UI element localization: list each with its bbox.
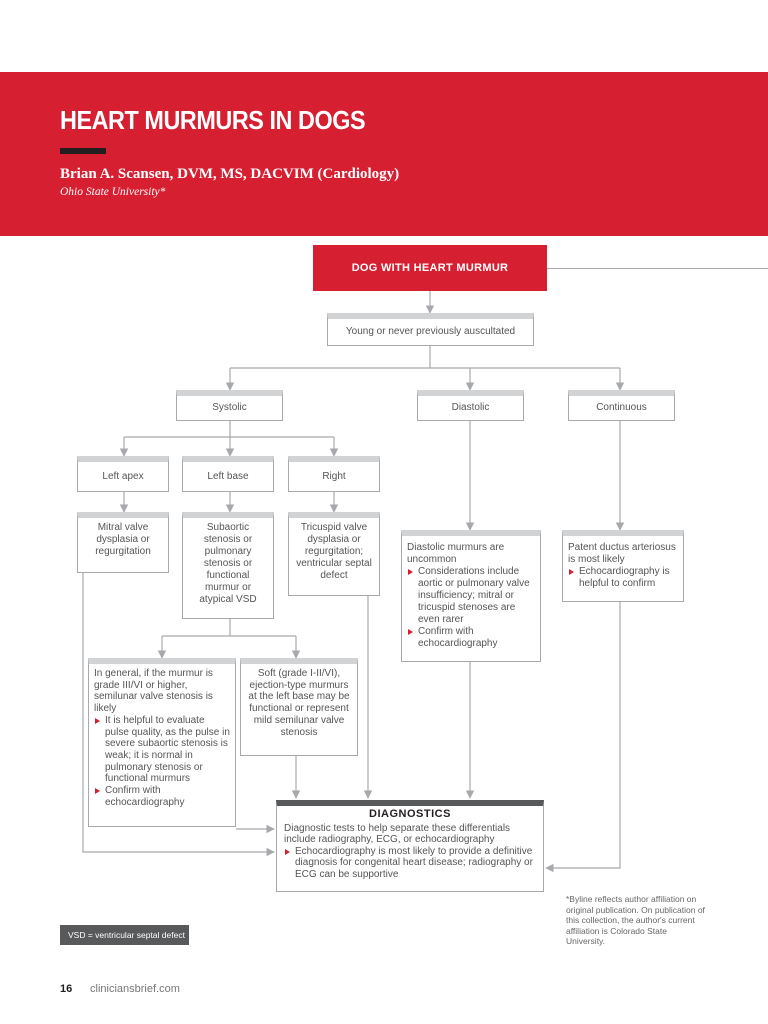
list-item: Considerations include aortic or pulmona… — [407, 566, 535, 626]
box-history: Young or never previously auscultated — [327, 313, 534, 346]
box-mitral-cause: Mitral valve dysplasia or regurgitation — [77, 512, 169, 573]
box-right: Right — [288, 456, 380, 492]
conn-systolic-location — [124, 421, 334, 438]
diastolic-label: Diastolic — [451, 402, 490, 413]
mitral-cause-text: Mitral valve dysplasia or regurgitation — [95, 522, 151, 557]
diagnostics-title: DIAGNOSTICS — [369, 808, 451, 820]
diastolic-cause-intro: Diastolic murmurs are uncommon — [407, 542, 505, 565]
byline-footnote: *Byline reflects author affiliation on o… — [566, 894, 705, 946]
header-banner — [0, 72, 768, 236]
continuous-cause-intro: Patent ductus arteriosus is most likely — [568, 542, 676, 565]
author-byline: Brian A. Scansen, DVM, MS, DACVIM (Cardi… — [60, 166, 400, 182]
diastolic-cause-list: Considerations include aortic or pulmona… — [407, 566, 535, 650]
left-apex-label: Left apex — [102, 470, 144, 482]
root-extension-line — [547, 268, 768, 269]
list-item: Echocardiography is helpful to confirm — [568, 566, 678, 590]
page-title: HEART MURMURS IN DOGS — [60, 105, 366, 135]
base-cause-text: Subaortic stenosis or pulmonary stenosis… — [199, 522, 257, 605]
box-systolic: Systolic — [176, 390, 283, 421]
author-affiliation: Ohio State University* — [60, 186, 166, 198]
left-base-label: Left base — [207, 470, 249, 482]
title-rule — [60, 148, 106, 154]
continuous-label: Continuous — [596, 402, 647, 413]
vsd-legend: VSD = ventricular septal defect — [60, 925, 189, 945]
conn-apex-diag — [82, 573, 275, 857]
box-diastolic: Diastolic — [417, 390, 524, 421]
conn-continuous-diag — [545, 602, 621, 873]
box-diagnostics: DIAGNOSTICS Diagnostic tests to help sep… — [276, 800, 544, 892]
vsd-legend-text: VSD = ventricular septal defect — [68, 930, 185, 940]
systolic-label: Systolic — [212, 402, 247, 413]
box-continuous: Continuous — [568, 390, 675, 421]
right-label: Right — [322, 470, 346, 482]
page-number: 16 — [60, 983, 73, 995]
box-grade-high: In general, if the murmur is grade III/V… — [88, 658, 236, 827]
box-base-cause: Subaortic stenosis or pulmonary stenosis… — [182, 512, 274, 619]
site-url: cliniciansbrief.com — [90, 983, 180, 995]
root-box-dog-murmur: DOG WITH HEART MURMUR — [313, 245, 547, 291]
conn-history-timing — [230, 346, 620, 369]
box-continuous-cause: Patent ductus arteriosus is most likely … — [562, 530, 684, 602]
box-diastolic-cause: Diastolic murmurs are uncommon Considera… — [401, 530, 541, 662]
box-left-base: Left base — [182, 456, 274, 492]
conn-base-grade — [162, 619, 296, 637]
grade-high-intro: In general, if the murmur is grade III/V… — [94, 668, 213, 715]
history-text: Young or never previously auscultated — [345, 326, 516, 337]
grade-soft-text: Soft (grade I-II/VI), ejection-type murm… — [248, 668, 350, 738]
grade-high-list: It is helpful to evaluate pulse quality,… — [94, 715, 230, 809]
tricuspid-cause-text: Tricuspid valve dysplasia or regurgitati… — [296, 522, 372, 581]
list-item: Confirm with echocardiography — [94, 785, 230, 808]
diagnostics-intro: Diagnostic tests to help separate these … — [284, 822, 511, 846]
continuous-cause-list: Echocardiography is helpful to confirm — [568, 566, 678, 590]
list-item: It is helpful to evaluate pulse quality,… — [94, 715, 230, 785]
box-left-apex: Left apex — [77, 456, 169, 492]
box-tricuspid-cause: Tricuspid valve dysplasia or regurgitati… — [288, 512, 380, 596]
diagnostics-list: Echocardiography is most likely to provi… — [284, 846, 536, 881]
list-item: Confirm with echocardiography — [407, 626, 535, 650]
list-item: Echocardiography is most likely to provi… — [284, 846, 536, 881]
box-grade-soft: Soft (grade I-II/VI), ejection-type murm… — [240, 658, 358, 756]
